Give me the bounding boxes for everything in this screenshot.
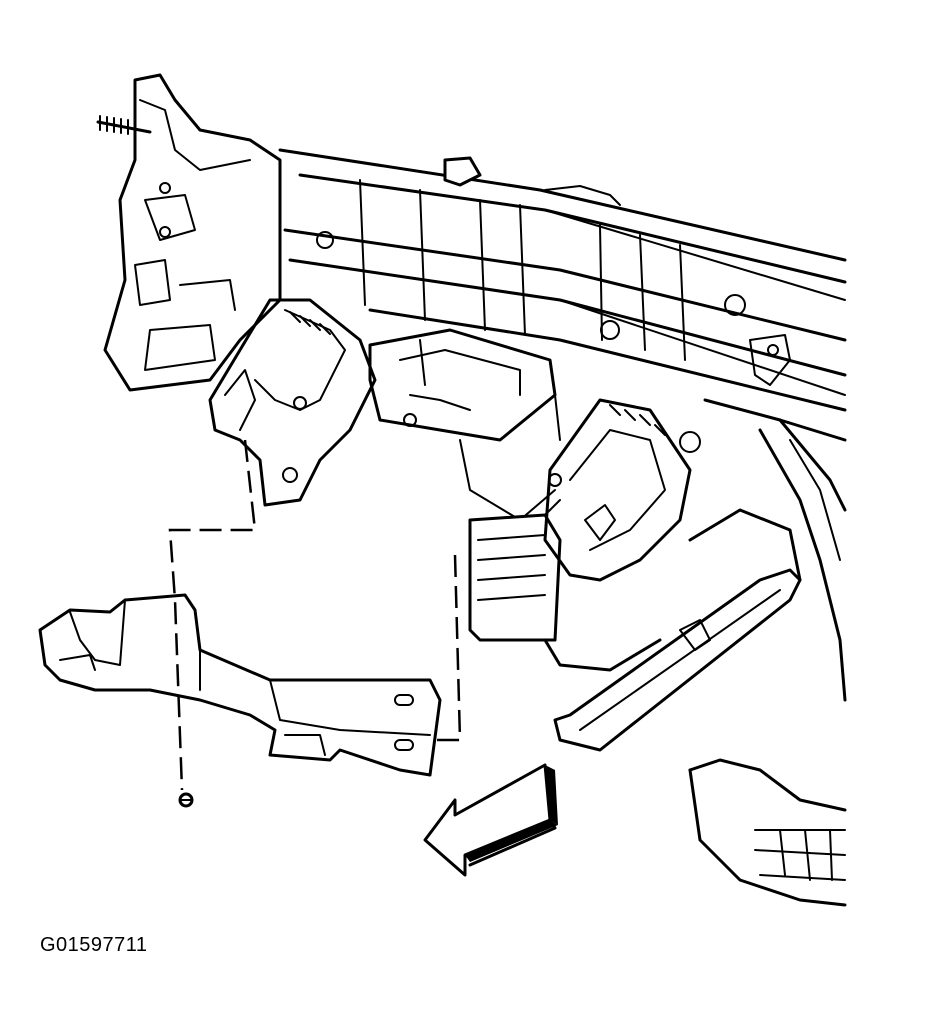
knee-bolster-bracket	[38, 593, 442, 777]
right-support-brace	[553, 508, 802, 752]
bolt	[178, 792, 194, 808]
left-mounting-bracket	[96, 73, 282, 392]
leader-lines	[168, 439, 462, 791]
heater-hvac-module	[468, 499, 662, 672]
cross-car-beam	[278, 148, 847, 453]
right-steering-bracket	[543, 398, 692, 582]
right-end-structure	[688, 398, 847, 907]
figure-id-label: G01597711	[40, 934, 148, 956]
steering-column-support	[208, 298, 377, 507]
direction-arrow	[423, 763, 558, 877]
center-duct	[368, 328, 561, 521]
